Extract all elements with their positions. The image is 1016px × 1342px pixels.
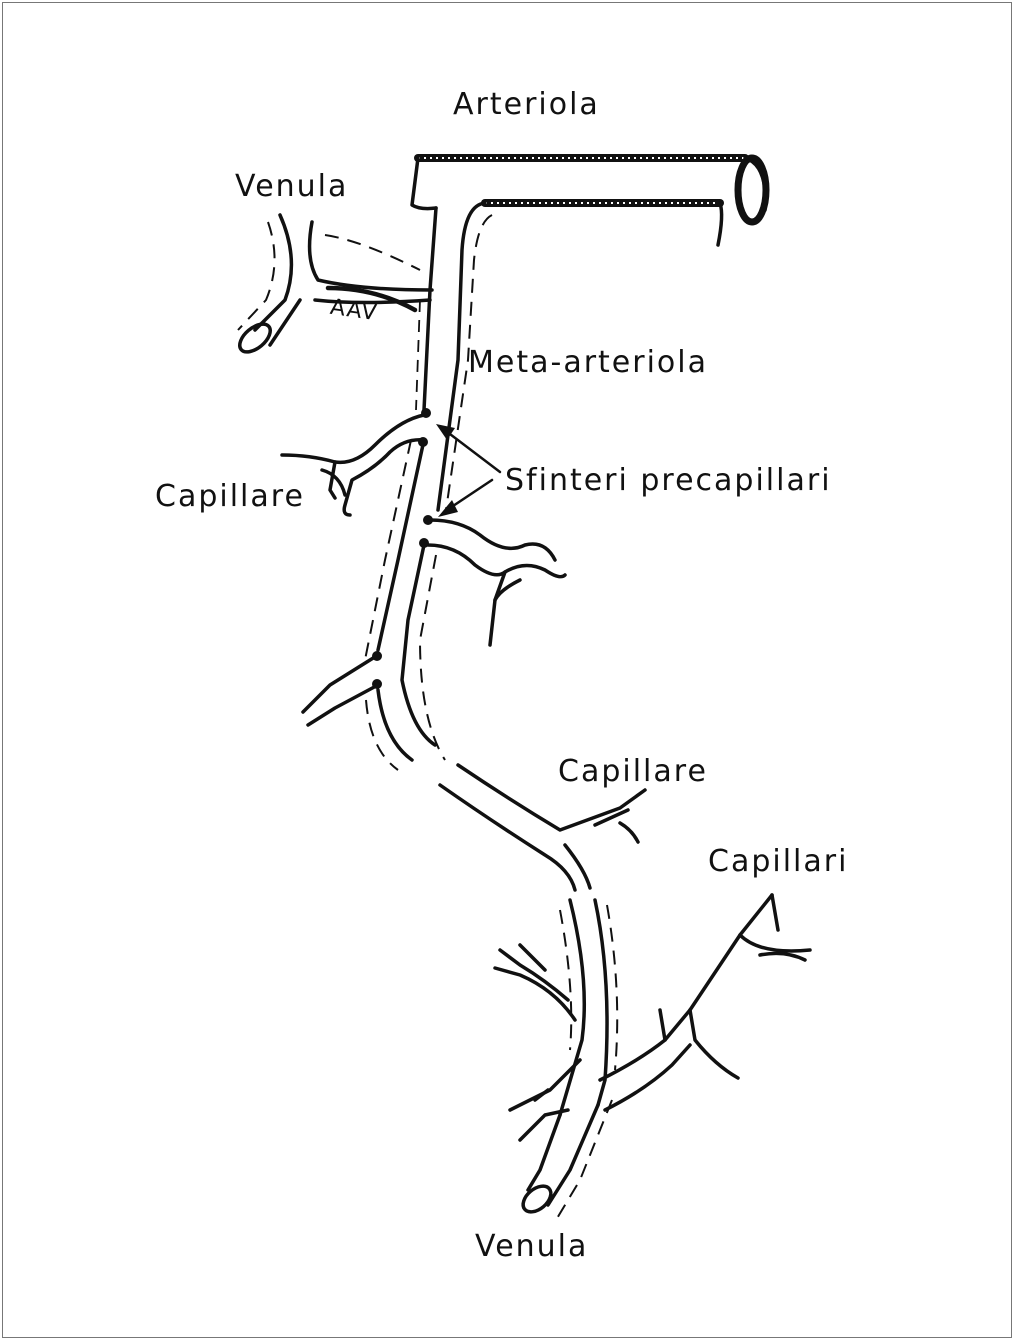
label-sfinteri-precapillari: Sfinteri precapillari: [505, 466, 832, 496]
label-capillare-left: Capillare: [155, 482, 305, 512]
label-capillari: Capillari: [708, 847, 848, 877]
label-venula-top: Venula: [235, 172, 348, 202]
capillary-lower-left-vessel: [303, 655, 378, 725]
label-capillare-mid: Capillare: [558, 757, 708, 787]
label-meta-arteriola: Meta-arteriola: [468, 348, 708, 378]
venula-bottom-vessel: [518, 1100, 612, 1220]
label-arteriola: Arteriola: [453, 90, 600, 120]
label-venula-bottom: Venula: [475, 1232, 588, 1262]
lower-channel-vessel: [440, 765, 645, 1115]
venula-top-vessel: [235, 215, 432, 357]
sfinteri-arrows: [436, 424, 500, 517]
capillaries-bottom-right-vessel: [600, 895, 810, 1110]
capillary-right-vessel: [428, 520, 565, 645]
capillaries-bottom-left-vessel: [495, 945, 580, 1140]
